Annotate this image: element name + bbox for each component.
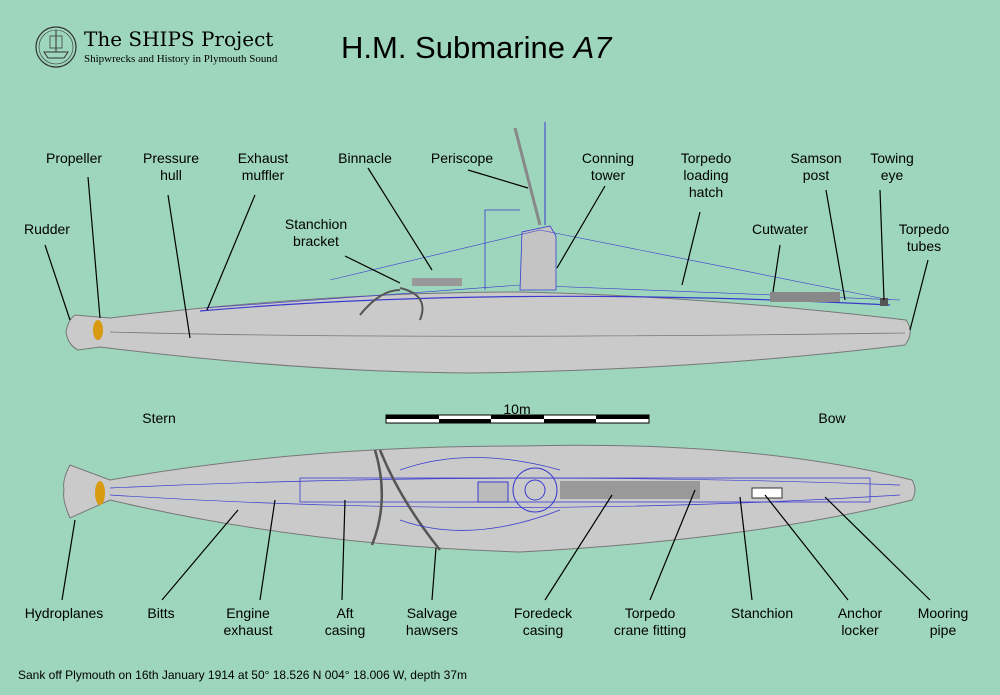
label-line: Exhaust bbox=[237, 150, 289, 166]
label-stanchion: Stanchion bbox=[731, 605, 793, 622]
label-line: Pressure bbox=[142, 150, 200, 166]
label-line: Mooring bbox=[917, 605, 969, 621]
label-line: Aft bbox=[336, 605, 354, 621]
label-line: eye bbox=[880, 167, 904, 183]
label-line: exhaust bbox=[223, 622, 273, 638]
label-cutwater: Cutwater bbox=[752, 221, 808, 238]
label-line: casing bbox=[522, 622, 564, 638]
label-line: hull bbox=[160, 167, 182, 183]
side-propeller bbox=[93, 320, 103, 340]
label-line: loading bbox=[683, 167, 729, 183]
label-line: post bbox=[802, 167, 830, 183]
label-binnacle: Binnacle bbox=[338, 150, 392, 167]
label-line: tower bbox=[590, 167, 626, 183]
label-bitts: Bitts bbox=[147, 605, 174, 622]
label-line: pipe bbox=[929, 622, 957, 638]
plan-propeller bbox=[95, 481, 105, 505]
scale-bar bbox=[385, 414, 650, 424]
side-hull bbox=[65, 291, 911, 374]
logo-title: The SHIPS Project bbox=[84, 27, 274, 51]
conning-tower-plan bbox=[512, 467, 558, 513]
label-line: Binnacle bbox=[338, 150, 392, 166]
label-line: bracket bbox=[293, 233, 339, 249]
label-line: Torpedo bbox=[680, 150, 732, 166]
label-line: Rudder bbox=[24, 221, 70, 237]
label-line: Propeller bbox=[45, 150, 103, 166]
label-propeller: Propeller bbox=[46, 150, 102, 167]
plan-view bbox=[63, 444, 916, 553]
stern-label: Stern bbox=[142, 410, 176, 426]
page-title: H.M. Submarine A7 bbox=[341, 30, 612, 66]
bow-label: Bow bbox=[818, 410, 846, 426]
label-line: hawsers bbox=[405, 622, 459, 638]
label-line: Engine bbox=[226, 605, 270, 621]
label-line: Stanchion bbox=[730, 605, 794, 621]
label-line: Bitts bbox=[147, 605, 175, 621]
label-line: muffler bbox=[241, 167, 285, 183]
label-line: locker bbox=[841, 622, 879, 638]
label-line: Samson bbox=[790, 150, 842, 166]
label-line: Foredeck bbox=[513, 605, 573, 621]
label-line: Periscope bbox=[430, 150, 494, 166]
label-line: casing bbox=[324, 622, 366, 638]
label-rudder: Rudder bbox=[24, 221, 70, 238]
label-line: Torpedo bbox=[624, 605, 676, 621]
label-line: Anchor bbox=[837, 605, 883, 621]
conning-tower bbox=[519, 225, 557, 291]
side-view bbox=[65, 122, 911, 374]
logo-subtitle: Shipwrecks and History in Plymouth Sound bbox=[84, 53, 278, 65]
label-hydroplanes: Hydroplanes bbox=[25, 605, 104, 622]
label-periscope: Periscope bbox=[431, 150, 493, 167]
periscope bbox=[513, 127, 542, 226]
label-line: Cutwater bbox=[751, 221, 809, 237]
label-line: Stanchion bbox=[284, 216, 348, 232]
label-line: Torpedo bbox=[898, 221, 950, 237]
scale-label: 10m bbox=[503, 401, 531, 417]
label-line: crane fitting bbox=[613, 622, 687, 638]
title-main: H.M. Submarine bbox=[341, 30, 574, 65]
label-line: hatch bbox=[688, 184, 724, 200]
label-line: Conning bbox=[581, 150, 635, 166]
label-line: Hydroplanes bbox=[24, 605, 104, 621]
label-line: Towing bbox=[870, 150, 914, 166]
title-italic: A7 bbox=[573, 30, 612, 65]
footer-caption: Sank off Plymouth on 16th January 1914 a… bbox=[18, 668, 468, 682]
ships-project-seal-logo bbox=[35, 26, 77, 68]
leader-lines bbox=[44, 167, 931, 601]
label-line: Salvage bbox=[406, 605, 458, 621]
label-line: tubes bbox=[906, 238, 942, 254]
